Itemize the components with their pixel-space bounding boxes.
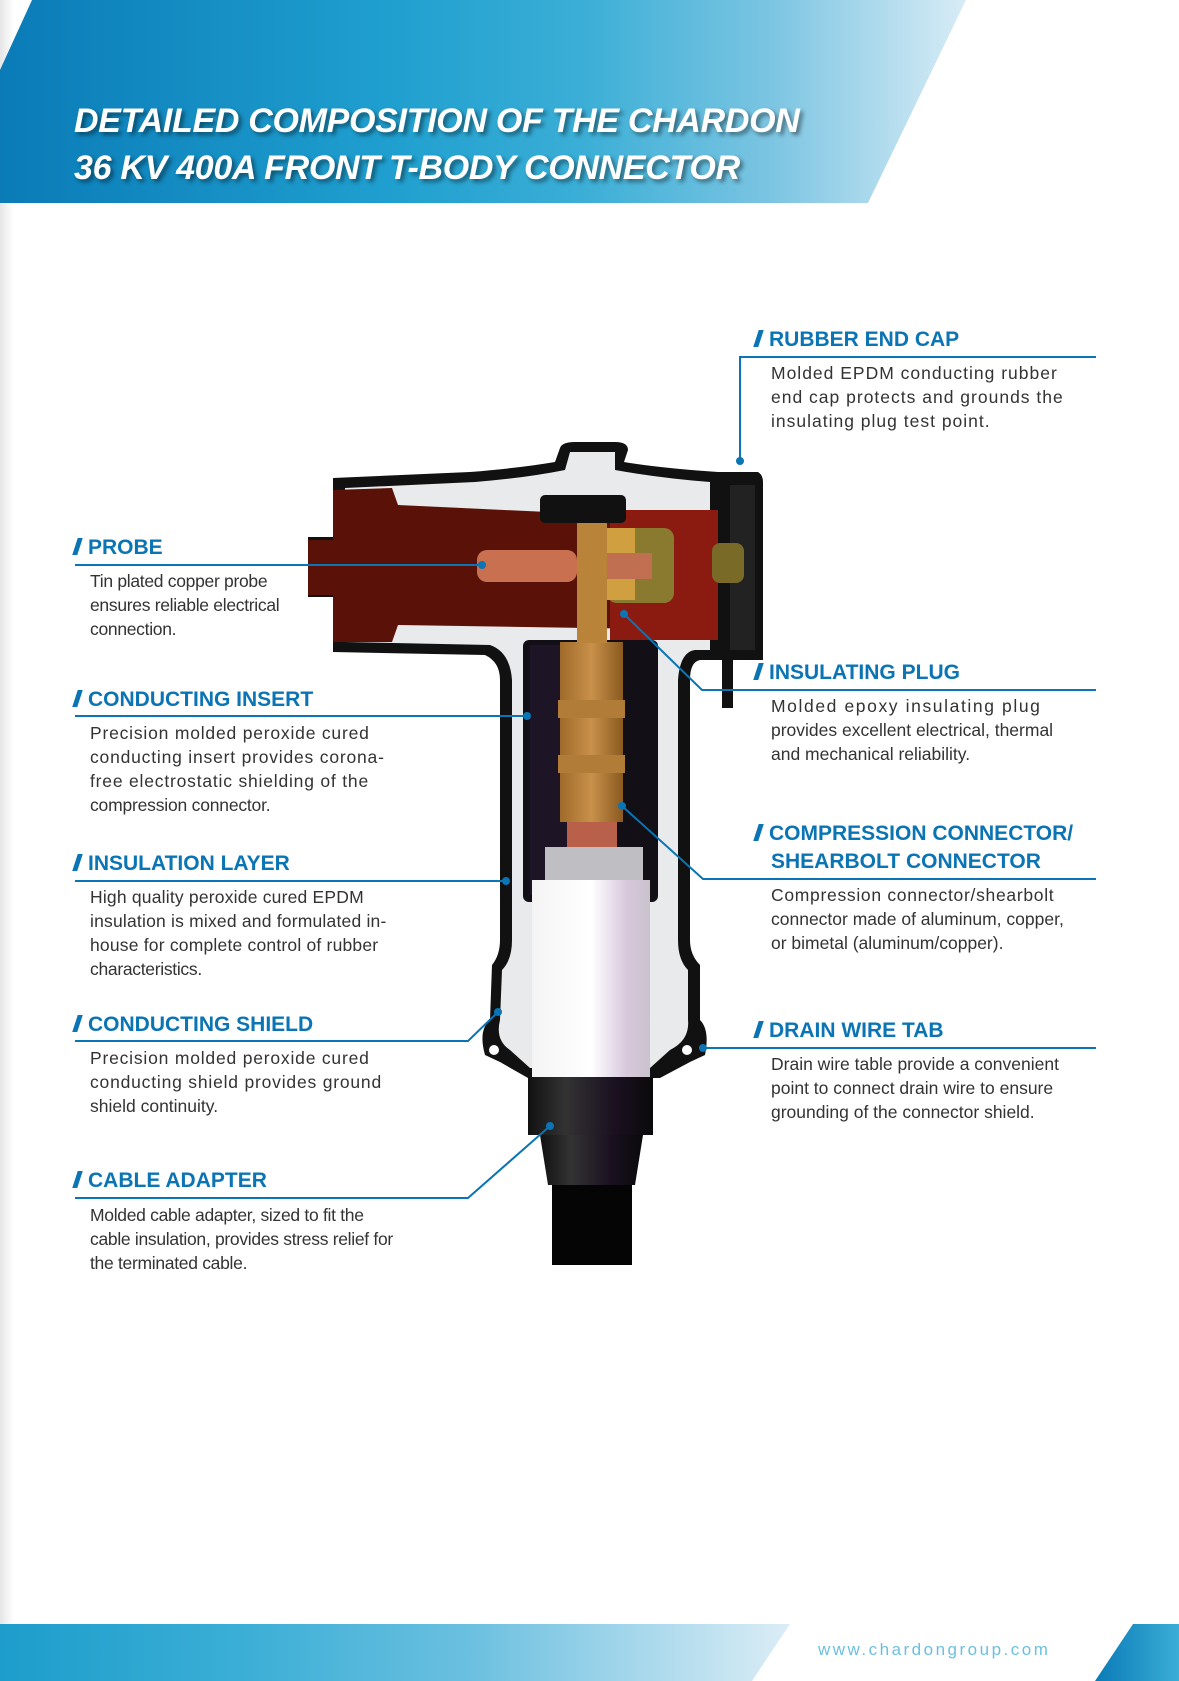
page-title: DETAILED COMPOSITION OF THE CHARDON 36 K…: [74, 102, 800, 187]
compression-connector-heading: COMPRESSION CONNECTOR/: [753, 822, 1073, 846]
footer-band: [0, 1624, 790, 1681]
leader-dots: [478, 457, 744, 1130]
leader-lines: [75, 356, 1096, 1199]
insulation-layer-heading: INSULATION LAYER: [72, 852, 290, 876]
drain-wire-tab-heading: DRAIN WIRE TAB: [753, 1019, 944, 1043]
insulating-plug-heading: INSULATING PLUG: [753, 661, 960, 685]
connector-body: [308, 442, 763, 1265]
conducting-insert-heading: CONDUCTING INSERT: [72, 688, 313, 712]
rubber-end-cap-heading: RUBBER END CAP: [753, 328, 959, 352]
cable-adapter-heading: CABLE ADAPTER: [72, 1169, 267, 1193]
page-edge-shadow: [0, 0, 14, 1681]
compression-connector-heading-line2: SHEARBOLT CONNECTOR: [771, 850, 1041, 873]
probe-heading: PROBE: [72, 536, 163, 560]
website-link[interactable]: www.chardongroup.com: [818, 1640, 1051, 1659]
conducting-shield-heading: CONDUCTING SHIELD: [72, 1013, 313, 1037]
header-banner: [0, 0, 966, 203]
